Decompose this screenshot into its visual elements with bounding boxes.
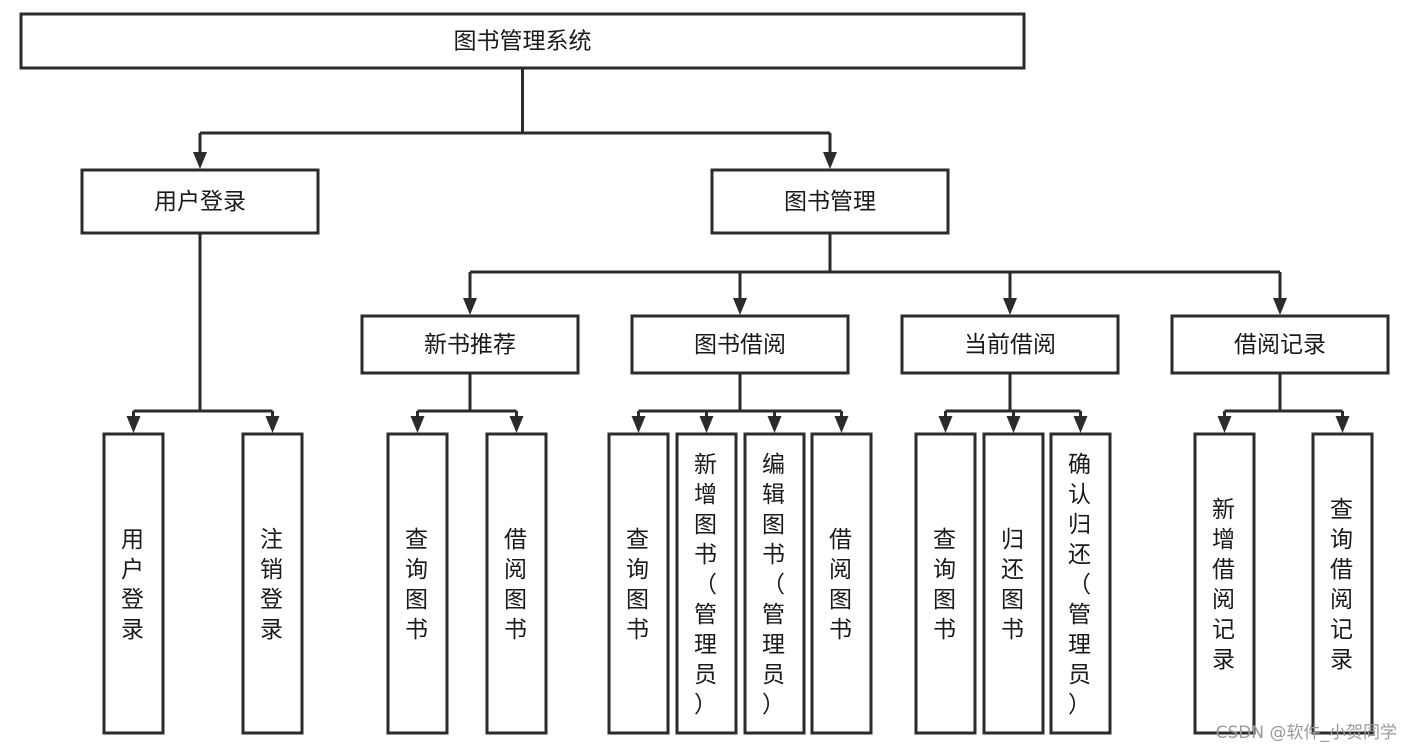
node-label: 归还图书 <box>1001 527 1026 643</box>
arrow-head-icon <box>767 416 782 433</box>
node-leaf-borrow-book-1[interactable]: 借阅图书 <box>485 432 548 735</box>
node-label: 查询图书 <box>626 527 651 643</box>
node-label: 查询借阅记录 <box>1330 497 1355 673</box>
arrow-head-icon <box>699 416 714 433</box>
arrow-head-icon <box>823 152 837 169</box>
node-label: 借阅记录 <box>1234 332 1326 358</box>
node-box <box>80 168 320 235</box>
node-label: 确认归还（管理员） <box>1068 452 1093 718</box>
node-box <box>900 314 1120 375</box>
node-box <box>982 432 1045 735</box>
node-label: 用户登录 <box>154 189 246 215</box>
node-label: 图书管理系统 <box>454 29 592 55</box>
node-box <box>630 314 850 375</box>
arrow-head-icon <box>631 416 646 433</box>
node-leaf-return-book[interactable]: 归还图书 <box>982 432 1045 735</box>
node-label: 用户登录 <box>121 527 146 643</box>
node-leaf-query-book-3[interactable]: 查询图书 <box>914 432 977 735</box>
node-root[interactable]: 图书管理系统 <box>19 12 1026 70</box>
node-leaf-add-record[interactable]: 新增借阅记录 <box>1193 432 1256 735</box>
node-label: 当前借阅 <box>964 332 1056 358</box>
node-box <box>1170 314 1390 375</box>
node-leaf-confirm-return[interactable]: 确认归还（管理员） <box>1049 432 1112 735</box>
arrow-head-icon <box>834 416 849 433</box>
arrow-head-icon <box>1073 416 1088 433</box>
node-user-login[interactable]: 用户登录 <box>80 168 320 235</box>
node-box <box>386 432 449 735</box>
node-label: 图书借阅 <box>694 332 786 358</box>
arrow-head-icon <box>193 152 207 169</box>
node-book-borrow[interactable]: 图书借阅 <box>630 314 850 375</box>
node-book-manage[interactable]: 图书管理 <box>710 168 950 235</box>
arrow-head-icon <box>463 298 477 315</box>
node-leaf-add-book[interactable]: 新增图书（管理员） <box>675 432 738 735</box>
node-label: 编辑图书（管理员） <box>762 452 787 718</box>
node-leaf-query-book-2[interactable]: 查询图书 <box>607 432 670 735</box>
node-box <box>19 12 1026 70</box>
arrow-head-icon <box>1003 298 1017 315</box>
node-box <box>710 168 950 235</box>
node-label: 借阅图书 <box>829 527 854 643</box>
node-box <box>743 432 806 735</box>
node-layer: 图书管理系统用户登录图书管理新书推荐图书借阅当前借阅借阅记录用户登录注销登录查询… <box>19 12 1390 735</box>
node-box <box>1311 432 1374 735</box>
node-label: 新增借阅记录 <box>1212 497 1237 673</box>
node-box <box>1049 432 1112 735</box>
arrow-head-icon <box>509 416 524 433</box>
node-box <box>607 432 670 735</box>
arrow-head-icon <box>1006 416 1021 433</box>
node-leaf-user-login[interactable]: 用户登录 <box>102 432 165 735</box>
node-borrow-record[interactable]: 借阅记录 <box>1170 314 1390 375</box>
node-leaf-logout[interactable]: 注销登录 <box>241 432 304 735</box>
arrow-head-icon <box>1273 298 1287 315</box>
node-label: 查询图书 <box>933 527 958 643</box>
node-leaf-borrow-book-2[interactable]: 借阅图书 <box>810 432 873 735</box>
node-box <box>1193 432 1256 735</box>
node-leaf-query-book-1[interactable]: 查询图书 <box>386 432 449 735</box>
node-box <box>360 314 580 375</box>
node-box <box>102 432 165 735</box>
arrow-head-icon <box>938 416 953 433</box>
node-box <box>485 432 548 735</box>
node-box <box>675 432 738 735</box>
node-current-borrow[interactable]: 当前借阅 <box>900 314 1120 375</box>
node-box <box>914 432 977 735</box>
node-label: 查询图书 <box>405 527 430 643</box>
node-box <box>241 432 304 735</box>
node-label: 新增图书（管理员） <box>694 452 719 718</box>
watermark-label: CSDN @软件_小贺同学 <box>1215 723 1397 743</box>
edge-layer <box>126 68 1350 433</box>
node-label: 借阅图书 <box>504 527 529 643</box>
node-box <box>810 432 873 735</box>
node-label: 注销登录 <box>260 527 285 643</box>
arrow-head-icon <box>1217 416 1232 433</box>
arrow-head-icon <box>126 416 141 433</box>
node-new-book-recommend[interactable]: 新书推荐 <box>360 314 580 375</box>
arrow-head-icon <box>733 298 747 315</box>
node-label: 新书推荐 <box>424 332 516 358</box>
node-leaf-edit-book[interactable]: 编辑图书（管理员） <box>743 432 806 735</box>
arrow-head-icon <box>410 416 425 433</box>
node-label: 图书管理 <box>784 189 876 215</box>
arrow-head-icon <box>265 416 280 433</box>
arrow-head-icon <box>1335 416 1350 433</box>
node-leaf-query-record[interactable]: 查询借阅记录 <box>1311 432 1374 735</box>
